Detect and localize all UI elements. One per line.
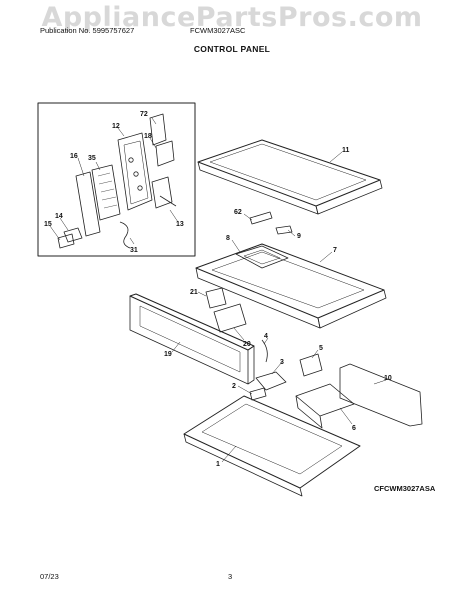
watermark: AppliancePartsPros.com bbox=[41, 2, 423, 33]
callout-13: 13 bbox=[176, 221, 184, 228]
part-72 bbox=[149, 113, 167, 146]
overlay-35 bbox=[91, 164, 121, 221]
part-15 bbox=[57, 233, 75, 249]
callout-18: 18 bbox=[144, 133, 152, 140]
footer-date: 07/23 bbox=[40, 572, 59, 581]
callout-72: 72 bbox=[140, 111, 148, 118]
footer-page-number: 3 bbox=[228, 572, 233, 581]
callout-62: 62 bbox=[234, 209, 242, 216]
part-18 bbox=[155, 140, 175, 167]
back-panel-10 bbox=[339, 363, 423, 427]
console-front-19 bbox=[129, 293, 255, 351]
page-title: CONTROL PANEL bbox=[193, 44, 271, 54]
part-14 bbox=[63, 227, 83, 243]
film-16 bbox=[75, 171, 101, 237]
bracket-62 bbox=[249, 211, 273, 225]
wire-4 bbox=[261, 339, 268, 363]
callout-16: 16 bbox=[70, 153, 78, 160]
console-frame-7 bbox=[195, 243, 385, 319]
inset-box bbox=[37, 102, 196, 257]
callout-31: 31 bbox=[130, 247, 138, 254]
clip-9 bbox=[275, 225, 293, 235]
bracket-21 bbox=[205, 287, 227, 309]
part-13 bbox=[151, 176, 173, 209]
switch-5 bbox=[299, 353, 323, 377]
control-board-12 bbox=[117, 132, 153, 211]
callout-19: 19 bbox=[164, 351, 172, 358]
part-2 bbox=[249, 387, 267, 401]
board-8 bbox=[235, 245, 289, 269]
callout-15: 15 bbox=[44, 221, 52, 228]
bracket-20 bbox=[213, 303, 247, 333]
callout-4: 4 bbox=[264, 333, 268, 340]
top-cover-11 bbox=[197, 139, 381, 207]
callout-5: 5 bbox=[319, 345, 323, 352]
callout-35: 35 bbox=[88, 155, 96, 162]
callout-14: 14 bbox=[55, 213, 63, 220]
callout-21: 21 bbox=[190, 289, 198, 296]
callout-3: 3 bbox=[280, 359, 284, 366]
knob-3 bbox=[255, 371, 287, 391]
callout-1: 1 bbox=[216, 461, 220, 468]
callout-7: 7 bbox=[333, 247, 337, 254]
callout-11: 11 bbox=[342, 147, 350, 154]
callout-9: 9 bbox=[297, 233, 301, 240]
callout-6: 6 bbox=[352, 425, 356, 432]
callout-2: 2 bbox=[232, 383, 236, 390]
callout-12: 12 bbox=[112, 123, 120, 130]
callout-20: 20 bbox=[243, 341, 251, 348]
diagram-code: CFCWM3027ASA bbox=[374, 484, 436, 493]
callout-8: 8 bbox=[226, 235, 230, 242]
base-panel-1 bbox=[183, 395, 361, 489]
publication-number: Publication No. 5995757627 bbox=[40, 26, 135, 35]
wire-31 bbox=[119, 221, 131, 249]
model-number: FCWM3027ASC bbox=[190, 26, 246, 35]
callout-10: 10 bbox=[384, 375, 392, 382]
